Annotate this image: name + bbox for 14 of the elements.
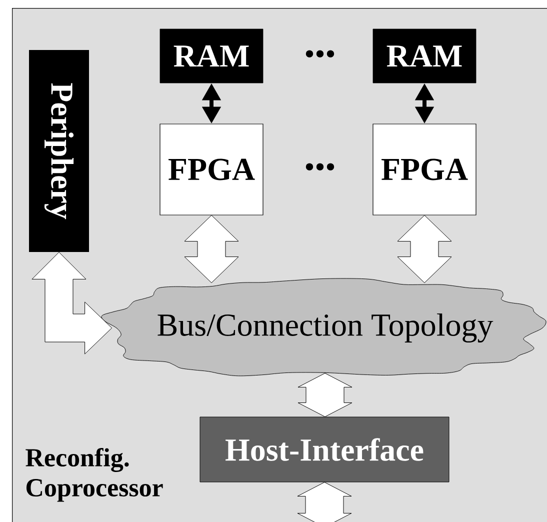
ram-box: RAM	[372, 28, 476, 84]
bus-cloud: Bus/Connection Topology	[101, 278, 546, 376]
ram-box: RAM	[160, 28, 264, 84]
ellipsis: •••	[306, 163, 334, 170]
periphery-box: Periphery	[29, 50, 89, 252]
hollow-double-arrow	[397, 215, 452, 284]
hollow-double-arrow	[298, 372, 352, 417]
ellipsis: •••	[306, 50, 334, 58]
host-interface-box: Host-Interface	[200, 416, 450, 482]
hollow-double-arrow	[184, 215, 239, 284]
fpga-box: FPGA	[372, 124, 476, 216]
hollow-double-arrow	[297, 482, 352, 522]
fpga-box: FPGA	[160, 124, 264, 216]
hollow-double-arrow	[32, 252, 112, 354]
